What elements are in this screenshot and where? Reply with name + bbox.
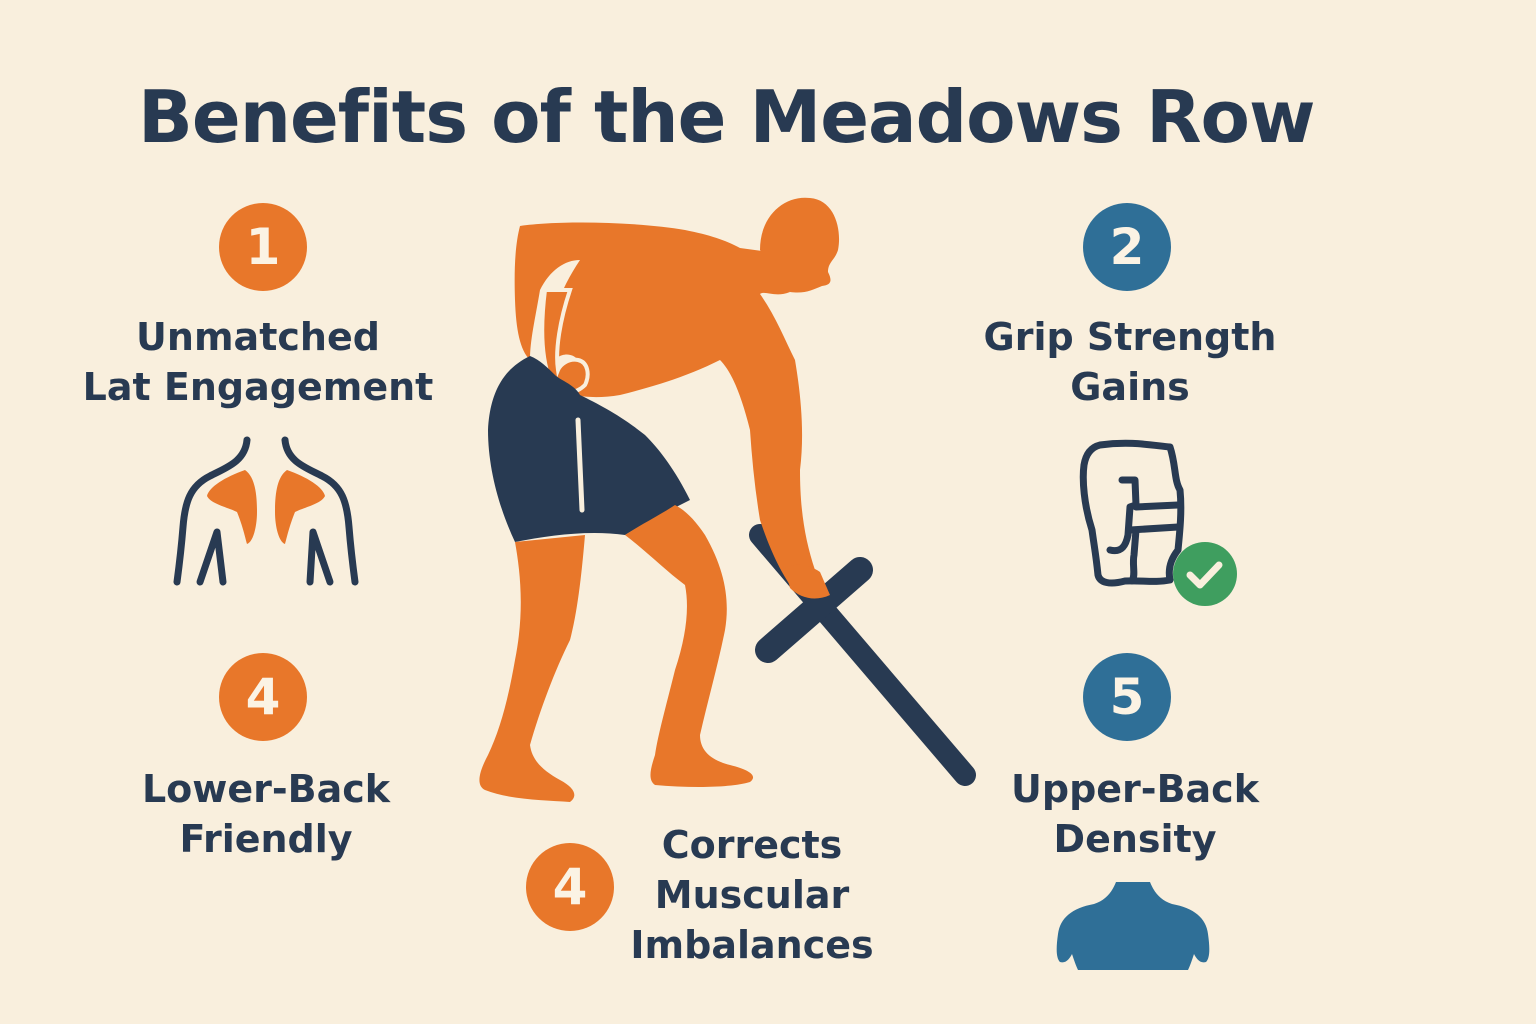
lats-back-icon [173, 436, 359, 586]
benefit-3-number: 4 [245, 668, 281, 726]
benefit-2-label: Grip Strength Gains [983, 315, 1277, 409]
benefit-4-label: Corrects Muscular Imbalances [630, 823, 874, 967]
benefit-4-number: 4 [552, 858, 588, 916]
page-title: Benefits of the Meadows Row [138, 75, 1316, 159]
meadows-row-figure-illustration [479, 197, 976, 802]
benefit-3-label: Lower-Back Friendly [141, 767, 391, 861]
benefit-5-badge: 5 [1083, 653, 1171, 741]
benefit-2-badge: 2 [1083, 203, 1171, 291]
benefit-5-number: 5 [1109, 668, 1145, 726]
benefit-1-badge: 1 [219, 203, 307, 291]
check-circle-icon [1173, 542, 1237, 606]
benefit-5-label: Upper-Back Density [1011, 767, 1259, 861]
benefit-1-number: 1 [245, 218, 281, 276]
benefit-1-label: Unmatched Lat Engagement [82, 315, 434, 409]
benefit-3-badge: 4 [219, 653, 307, 741]
benefit-4-badge: 4 [526, 843, 614, 931]
gripping-hand-icon [1079, 439, 1185, 587]
benefit-2-number: 2 [1109, 218, 1145, 276]
upper-back-torso-icon [1056, 882, 1210, 970]
